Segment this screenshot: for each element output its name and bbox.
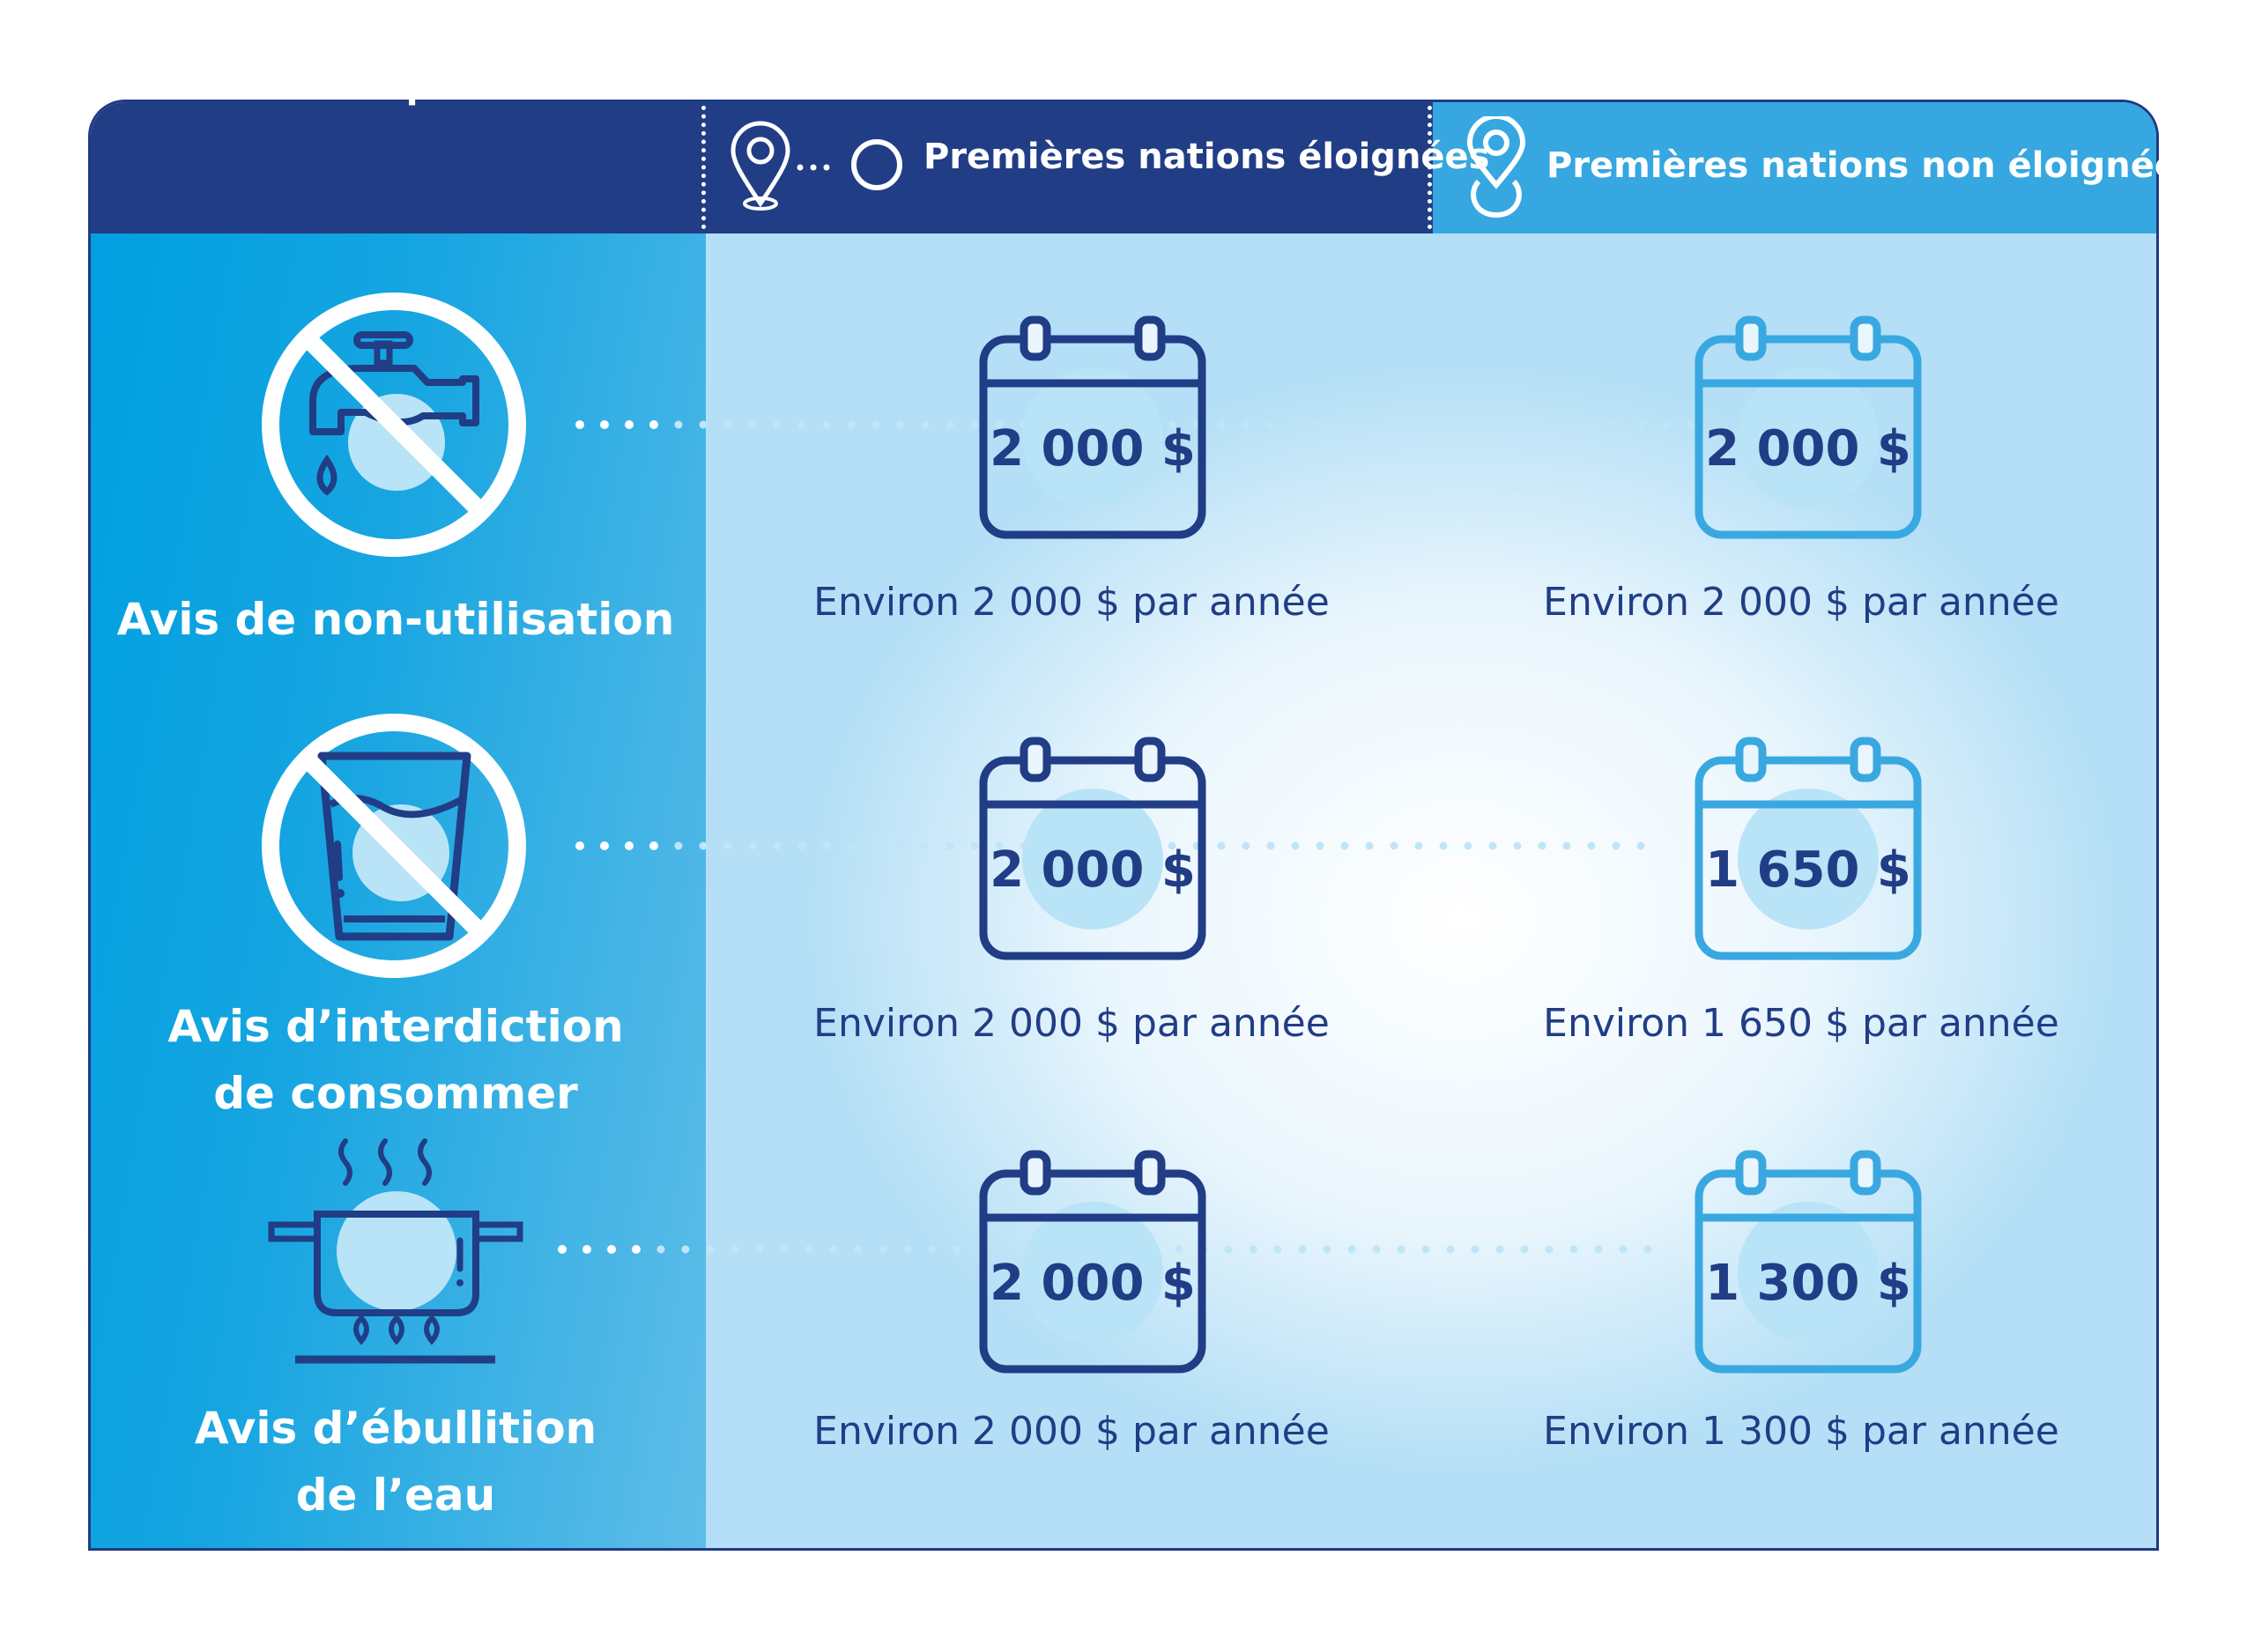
non-remote-location-icon (1466, 116, 1526, 219)
no-tap-icon (262, 293, 526, 557)
calendar-icon-non-remote-row-2 (1695, 737, 1922, 960)
cost-label-remote-row-2: Environ 2 000 $ par année (813, 1001, 1330, 1046)
header-type-title: Type d’avis sur la qualité de l’eau pota… (88, 18, 703, 109)
header-type-title-line1: Type d’avis sur la qualité (146, 20, 645, 61)
calendar-icon-remote-row-1 (979, 315, 1206, 539)
header-non-remote-title: Premières nations non éloignées (1546, 145, 2199, 186)
header-remote-title: Premières nations éloignées (923, 137, 1490, 177)
calendar-icon-remote-row-2 (979, 737, 1206, 960)
type-label-row-2-line2: de consommer (213, 1068, 578, 1119)
calendar-icon-remote-row-3 (979, 1150, 1206, 1374)
boiling-pot-icon (268, 1138, 523, 1364)
calendar-amount-non-remote-row-1: 2 000 $ (1705, 420, 1911, 478)
calendar-icon-non-remote-row-3 (1695, 1150, 1922, 1374)
calendar-amount-remote-row-3: 2 000 $ (990, 1255, 1196, 1312)
header-separator-left (701, 106, 706, 229)
type-label-row-3-line1: Avis d’ébullition (194, 1403, 597, 1454)
cost-label-non-remote-row-3: Environ 1 300 $ par année (1543, 1409, 2059, 1454)
calendar-icon-non-remote-row-1 (1695, 315, 1922, 539)
type-label-row-3: Avis d’ébullition de l’eau (88, 1395, 703, 1529)
cost-label-remote-row-1: Environ 2 000 $ par année (813, 580, 1330, 625)
no-glass-icon (262, 714, 526, 978)
remote-location-icon (730, 121, 902, 211)
header-type-cell (91, 102, 706, 233)
calendar-amount-non-remote-row-3: 1 300 $ (1705, 1255, 1911, 1312)
cost-label-remote-row-3: Environ 2 000 $ par année (813, 1409, 1330, 1454)
type-label-row-1: Avis de non-utilisation (88, 586, 703, 653)
header-separator-right (1428, 106, 1432, 229)
type-label-row-2: Avis d’interdiction de consommer (88, 993, 703, 1127)
calendar-amount-non-remote-row-2: 1 650 $ (1705, 841, 1911, 899)
header-type-title-line2: de l’eau potable (234, 66, 558, 107)
type-label-row-1-line1: Avis de non-utilisation (116, 594, 675, 645)
type-label-row-3-line2: de l’eau (295, 1470, 496, 1521)
header-non-remote-cell (1433, 102, 2156, 233)
type-label-row-2-line1: Avis d’interdiction (167, 1001, 624, 1052)
calendar-amount-remote-row-1: 2 000 $ (990, 420, 1196, 478)
row-connectors (558, 420, 1714, 1254)
cost-label-non-remote-row-1: Environ 2 000 $ par année (1543, 580, 2059, 625)
calendar-amount-remote-row-2: 2 000 $ (990, 841, 1196, 899)
cost-label-non-remote-row-2: Environ 1 650 $ par année (1543, 1001, 2059, 1046)
